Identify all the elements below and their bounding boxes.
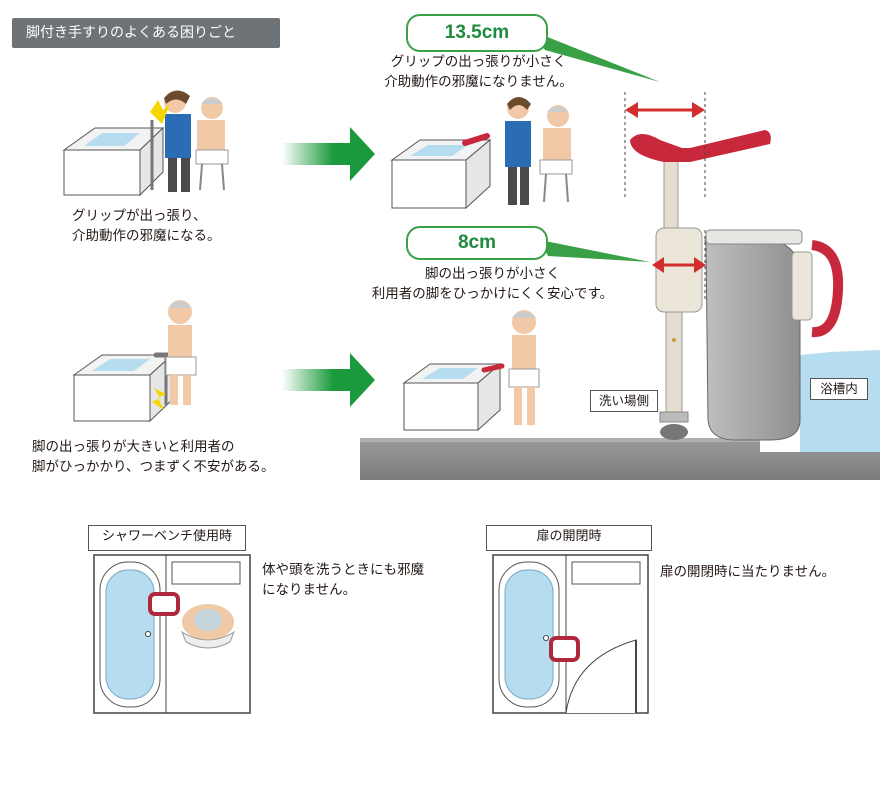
after-leg-scene — [402, 310, 540, 432]
handrail-cross-section — [360, 30, 880, 480]
before-grip-caption: グリップが出っ張り、 介助動作の邪魔になる。 — [72, 208, 221, 244]
plan-shower-bench — [93, 554, 251, 714]
tub-inside-label: 浴槽内 — [810, 378, 868, 400]
before-grip-scene — [62, 90, 229, 197]
plan-door — [492, 554, 649, 714]
before-leg-caption: 脚の出っ張りが大きいと利用者の 脚がひっかかり、つまずく不安がある。 — [32, 439, 275, 475]
wash-side-label: 洗い場側 — [590, 390, 658, 412]
leg-size-callout: 8cm — [406, 226, 548, 260]
arrow-bottom — [282, 353, 375, 407]
plan-caption-door: 扉の開閉時に当たりません。 — [660, 564, 836, 580]
plan-label-shower-bench: シャワーベンチ使用時 — [88, 525, 246, 551]
section-title: 脚付き手すりのよくある困りごと — [12, 18, 280, 48]
plan-caption-shower-bench: 体や頭を洗うときにも邪魔 になりません。 — [262, 562, 424, 598]
floor-plans — [93, 554, 649, 714]
grip-size-callout: 13.5cm — [406, 14, 548, 52]
comparison-illustration — [62, 30, 880, 480]
before-leg-scene — [72, 300, 197, 423]
after-grip-scene — [390, 97, 573, 210]
arrow-top — [282, 127, 375, 181]
plan-label-door: 扉の開閉時 — [486, 525, 652, 551]
after-leg-caption: 脚の出っ張りが小さく 利用者の脚をひっかけにくく安心です。 — [371, 266, 614, 302]
after-grip-caption: グリップの出っ張りが小さく 介助動作の邪魔になりません。 — [384, 54, 573, 90]
